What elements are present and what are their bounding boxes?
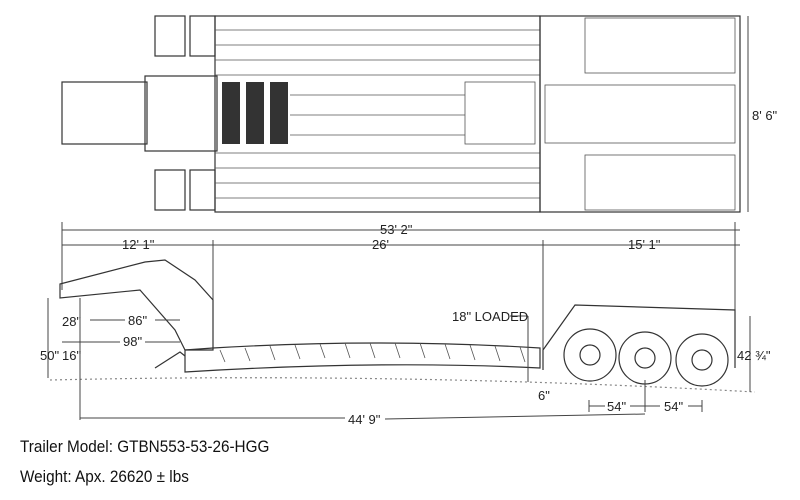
rear-platform-bottom [584,154,736,211]
width-label: 8' 6" [752,108,778,123]
deck-grate-2 [246,82,264,144]
gooseneck-drop-label: 16" [62,348,81,363]
deck-height-loaded-label: 18" LOADED [452,309,528,324]
axle-spacing-2-label: 54" [664,399,683,414]
front-tire-bottom-left [154,169,186,211]
side-view-dimensions: 53' 2" 12' 1" 26' 15' 1" [61,222,740,355]
gooseneck-length-label: 12' 1" [122,237,155,252]
kingpin-setback-label: 28" [62,314,81,329]
deck-grate-1 [222,82,240,144]
axle-spacing-1-label: 54" [607,399,626,414]
ground-clearance-label: 6" [538,388,550,403]
neck-frame-top [144,75,218,152]
front-tire-bottom-right [189,169,216,211]
deck-length-label: 26' [372,237,389,252]
rear-length-label: 15' 1" [628,237,661,252]
kingpin-to-deck-label: 98" [123,334,142,349]
deck-side [184,342,541,373]
axle-area [544,84,736,144]
gooseneck-side [59,259,214,351]
overall-length-label: 53' 2" [380,222,413,237]
rear-frame-side [542,304,736,370]
front-tire-top-left [154,15,186,57]
deck-grate-3 [270,82,288,144]
wheel-3 [675,333,729,387]
top-view: 8' 6" [61,15,778,213]
ground-line [49,377,756,393]
trailer-weight: Weight: Apx. 26620 ± lbs [20,467,189,486]
rear-platform-top [584,17,736,74]
rear-deck-height-label: 42 ¾" [737,348,771,363]
fifth-wheel-height-label: 50" [40,348,59,363]
detail-dimensions: 28" 86" 98" 50" 16" 18" LOADED 6" 54" 54… [40,298,771,427]
front-tire-top-right [189,15,216,57]
wheel-1 [563,328,617,382]
rear-section-top [539,15,741,213]
ramp-flap [154,351,186,369]
gooseneck-top [61,81,148,145]
side-view [49,259,756,393]
swing-clearance-label: 86" [128,313,147,328]
wheel-2 [618,331,672,385]
trailer-model: Trailer Model: GTBN553-53-26-HGG [20,437,270,456]
kingpin-to-axle-label: 44' 9" [348,412,381,427]
deck-vents [464,81,536,145]
